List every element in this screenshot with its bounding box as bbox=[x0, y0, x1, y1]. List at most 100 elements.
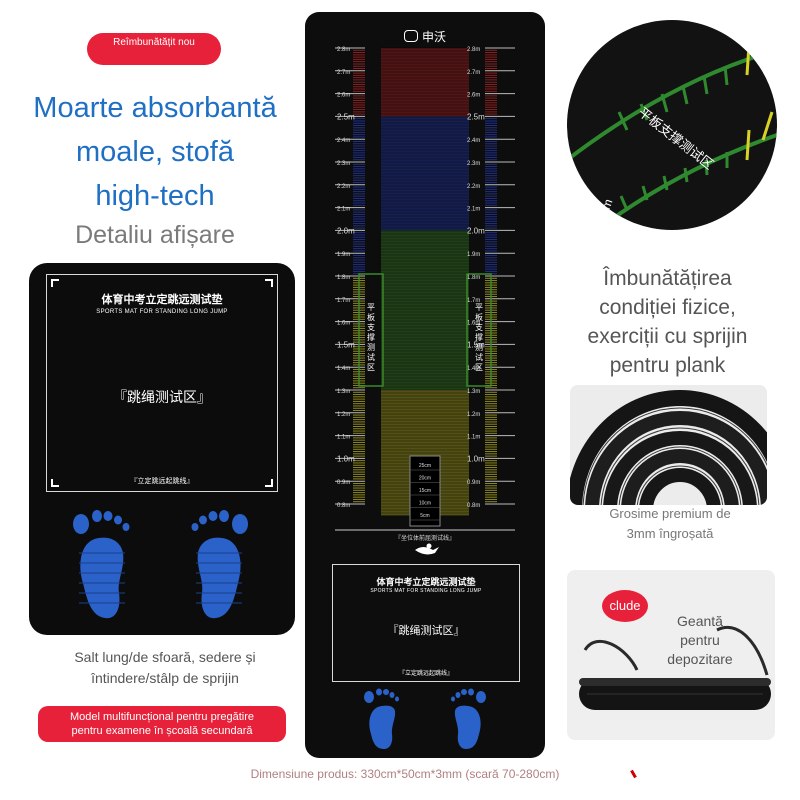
jump-rope-zone-label: 『跳绳测试区』 bbox=[113, 389, 211, 405]
start-line-label: 『立定跳远起跳线』 bbox=[130, 478, 194, 485]
scale-label-right: 2.2m bbox=[467, 184, 480, 190]
plank-zone-char: 支 bbox=[367, 322, 375, 332]
thickness-caption-line-1: Grosime premium de bbox=[609, 506, 731, 521]
rolled-mat-graphic bbox=[570, 385, 767, 505]
usage-caption: Salt lung/de sfoară, sedere și întindere… bbox=[25, 647, 305, 689]
scale-label-right: 1.4m bbox=[467, 366, 480, 372]
scale-label-right: 1.8m bbox=[467, 275, 480, 281]
mat-frame: 体育中考立定跳远测试垫 SPORTS MAT FOR STANDING LONG… bbox=[46, 274, 278, 492]
scale-label-right: 1.6m bbox=[467, 321, 480, 327]
scale-label-left: 1.7m bbox=[337, 298, 350, 304]
plank-zone-char: 平 bbox=[475, 303, 483, 312]
scale-label-left: 2.7m bbox=[337, 70, 350, 76]
scale-label-left: 1.0m bbox=[337, 454, 355, 463]
scale-label-right: 0.9m bbox=[467, 480, 480, 486]
corner-mark bbox=[265, 479, 273, 487]
scale-label-left: 2.4m bbox=[337, 138, 350, 144]
scale-label-right: 1.7m bbox=[467, 298, 480, 304]
headline-line-3: high-tech bbox=[95, 180, 215, 212]
plank-zone-char: 板 bbox=[475, 312, 483, 322]
mat-title-cn: 体育中考立定跳远测试垫 bbox=[101, 294, 223, 306]
cm-label: 25cm bbox=[419, 463, 431, 469]
person-icon bbox=[415, 547, 439, 555]
scale-label-right: 2.6m bbox=[467, 93, 480, 99]
scale-label-right: 2.3m bbox=[467, 161, 480, 167]
scale-label-left: 2.8m bbox=[337, 47, 350, 53]
mat-lower-title-cn: 体育中考立定跳远测试垫 bbox=[376, 577, 476, 587]
headline-line-2: moale, stofă bbox=[76, 136, 234, 168]
plank-title-line-3: exerciții cu sprijin bbox=[587, 325, 748, 348]
scale-label-right: 1.9m bbox=[467, 252, 480, 258]
thickness-photo bbox=[570, 385, 767, 505]
scale-label-left: 2.6m bbox=[337, 93, 350, 99]
corner-mark bbox=[51, 279, 59, 287]
cm-label: 15cm bbox=[419, 488, 431, 494]
scale-label-left: 2.3m bbox=[337, 161, 350, 167]
bag-caption-line-3: depozitare bbox=[667, 651, 733, 667]
closeup-1-6m-label: 1.6m bbox=[593, 197, 616, 227]
plank-zone-char: 测 bbox=[475, 343, 483, 352]
thickness-caption-line-2: 3mm îngroșată bbox=[626, 526, 714, 541]
mat-scale-graphic: 2.8m 2.8m 2.7m 2.7m 2.6m 2.6m 2.5m 2.5m 2.4m 2.4m… bbox=[335, 47, 515, 555]
scale-zone bbox=[381, 48, 469, 117]
red-mark bbox=[630, 769, 637, 779]
plank-zone-char: 区 bbox=[475, 363, 483, 372]
mat-lower-start-label: 『立定跳远起跳线』 bbox=[398, 671, 453, 677]
bag-caption-line-2: pentru bbox=[680, 632, 720, 648]
scale-label-right: 1.3m bbox=[467, 389, 480, 395]
plank-zone-char: 试 bbox=[367, 352, 375, 362]
mat-lower-title-en: SPORTS MAT FOR STANDING LONG JUMP bbox=[370, 588, 482, 594]
plank-zone-char: 试 bbox=[475, 352, 483, 362]
cm-label: 20cm bbox=[419, 476, 431, 482]
storage-bag-graphic bbox=[579, 625, 771, 710]
mat-lower-frame: 体育中考立定跳远测试垫 SPORTS MAT FOR STANDING LONG… bbox=[332, 564, 520, 682]
plank-zone-char: 区 bbox=[367, 363, 375, 372]
new-badge-label: Reîmbunătățit nou bbox=[113, 37, 195, 48]
plank-zone-char: 支 bbox=[475, 322, 483, 332]
scale-label-right: 2.0m bbox=[467, 226, 485, 235]
plank-title-line-1: Îmbunătățirea bbox=[603, 267, 732, 290]
circle-detail-image: 平板支撑测试区 1.6m 5m bbox=[567, 20, 777, 230]
usage-caption-line-2: întindere/stâlp de sprijin bbox=[91, 670, 239, 686]
scale-label-left: 2.5m bbox=[337, 112, 355, 121]
scale-label-right: 2.7m bbox=[467, 70, 480, 76]
person-head-icon bbox=[426, 543, 432, 549]
scale-label-left: 1.2m bbox=[337, 412, 350, 418]
headline: Moarte absorbantă moale, stofă high-tech bbox=[5, 86, 305, 218]
right-footprint-icon bbox=[191, 510, 248, 619]
left-footprint-icon bbox=[73, 510, 130, 619]
scale-label-right: 1.0m bbox=[467, 454, 485, 463]
model-badge-line-1: Model multifuncțional pentru pregătire bbox=[69, 711, 255, 723]
plank-title-line-2: condiției fizice, bbox=[599, 296, 736, 319]
scale-label-left: 1.8m bbox=[337, 275, 350, 281]
plank-zone-char: 撑 bbox=[367, 332, 375, 342]
scale-zone bbox=[381, 116, 469, 231]
scale-label-right: 2.8m bbox=[467, 47, 480, 53]
scale-label-left: 2.0m bbox=[337, 226, 355, 235]
bag-caption-line-1: Geantă bbox=[677, 613, 723, 629]
model-badge: Model multifuncțional pentru pregătire p… bbox=[38, 706, 286, 742]
brand-s-icon bbox=[403, 30, 418, 42]
scale-label-right: 2.1m bbox=[467, 207, 480, 213]
mat-title-en: SPORTS MAT FOR STANDING LONG JUMP bbox=[96, 309, 228, 315]
scale-label-left: 2.1m bbox=[337, 207, 350, 213]
plank-title-line-4: pentru plank bbox=[609, 354, 726, 377]
scale-label-right: 2.4m bbox=[467, 138, 480, 144]
plank-zone-char: 测 bbox=[367, 343, 375, 352]
detail-title: Detaliu afișare bbox=[75, 221, 235, 249]
plank-zone-char: 板 bbox=[367, 312, 375, 322]
bag-photo bbox=[567, 570, 775, 740]
cm-label: 10cm bbox=[419, 501, 431, 507]
thickness-caption: Grosime premium de 3mm îngroșată bbox=[575, 504, 765, 544]
scale-label-left: 1.5m bbox=[337, 340, 355, 349]
mat-footprints-icon bbox=[364, 688, 486, 749]
cm-label: 5cm bbox=[420, 513, 429, 519]
brand-logo: 申沃 bbox=[305, 28, 545, 45]
scale-label-right: 0.8m bbox=[467, 503, 480, 509]
headline-line-1: Moarte absorbantă bbox=[33, 92, 277, 124]
scale-label-right: 2.5m bbox=[467, 112, 485, 121]
scale-zone bbox=[381, 230, 469, 276]
sit-reach-box bbox=[409, 455, 441, 527]
plank-title: Îmbunătățirea condiției fizice, exerciți… bbox=[560, 264, 775, 380]
